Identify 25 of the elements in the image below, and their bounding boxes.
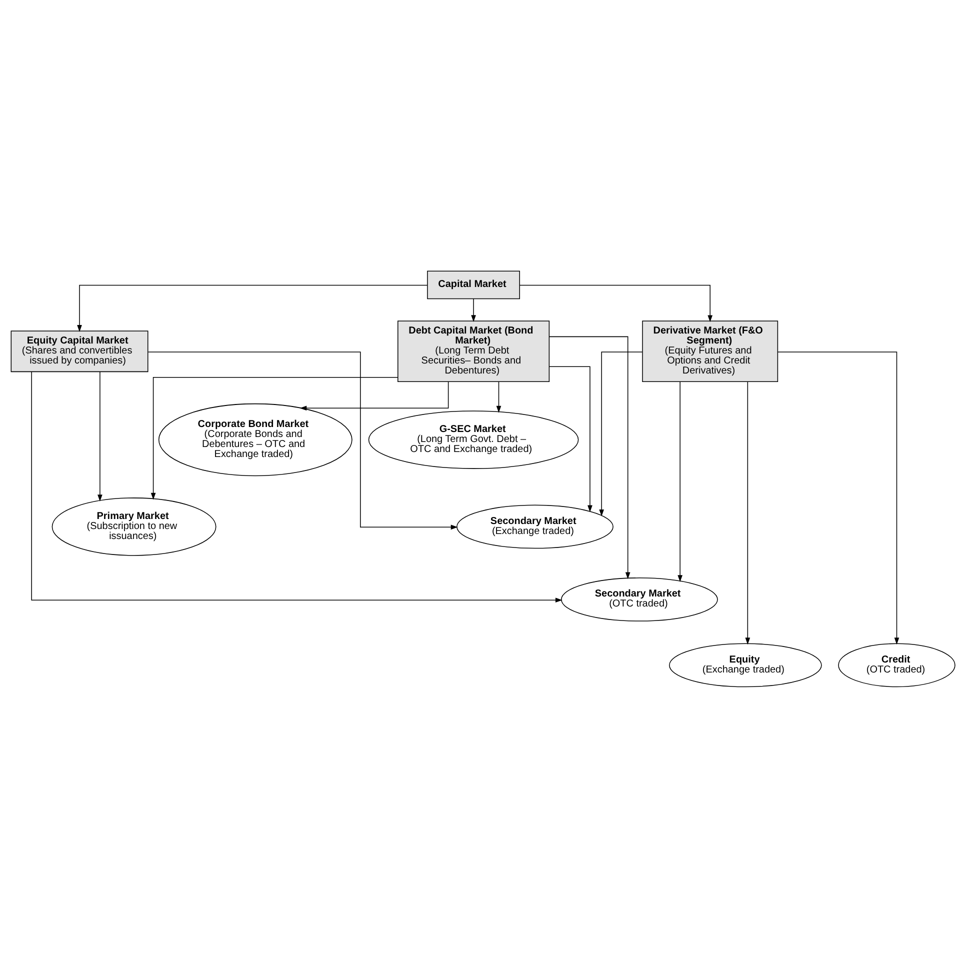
arrow bbox=[150, 376, 398, 500]
arrow bbox=[77, 284, 428, 332]
arrow bbox=[599, 351, 643, 516]
node-box: Equity Capital Market (Shares and convertibles issued by companies) bbox=[10, 330, 148, 372]
arrow bbox=[548, 336, 630, 579]
node-ellipse: Equity (Exchange traded) bbox=[669, 642, 822, 687]
node-ellipse: Secondary Market (OTC traded) bbox=[560, 577, 718, 621]
node-ellipse: Credit (OTC traded) bbox=[838, 642, 956, 687]
arrow bbox=[519, 284, 713, 322]
arrow bbox=[98, 370, 102, 502]
node-box: Capital Market bbox=[427, 270, 520, 299]
arrow bbox=[471, 298, 476, 322]
arrow bbox=[496, 380, 502, 412]
arrow bbox=[548, 366, 592, 512]
arrow bbox=[148, 351, 458, 530]
arrow bbox=[745, 380, 750, 644]
node-ellipse: Corporate Bond Market (Corporate Bonds and Debentures – OTC and Exchange traded) bbox=[158, 402, 352, 476]
node-ellipse: G-SEC Market (Long Term Govt. Debt – OTC and Exchange traded) bbox=[368, 410, 579, 468]
node-box: Derivative Market (F&O Segment) (Equity Futures and Options and Credit Derivatives) bbox=[642, 320, 778, 382]
arrow bbox=[678, 380, 682, 582]
node-box: Debt Capital Market (Bond Market) (Long Term Debt Securities– Bonds and Debentures) bbox=[398, 320, 550, 382]
arrow bbox=[300, 380, 449, 410]
arrow bbox=[31, 370, 562, 602]
arrow bbox=[777, 351, 900, 644]
node-ellipse: Primary Market (Subscription to new issuances) bbox=[52, 497, 216, 556]
